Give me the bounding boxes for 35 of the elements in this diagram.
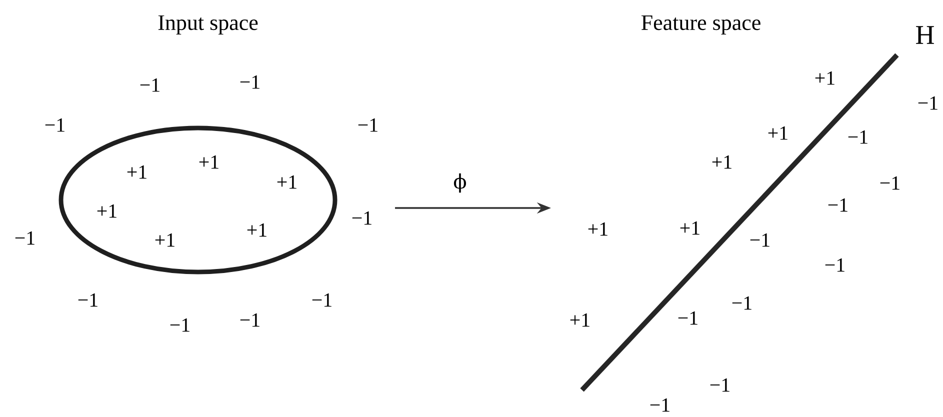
- panel-title: Input space: [158, 15, 258, 35]
- class-label: +1: [588, 222, 608, 236]
- class-label: −1: [15, 231, 34, 245]
- class-label: −1: [880, 176, 900, 190]
- class-label: −1: [732, 296, 752, 310]
- class-label: +1: [247, 223, 266, 237]
- class-label: −1: [650, 398, 670, 412]
- class-label: −1: [240, 313, 260, 327]
- class-label: −1: [678, 311, 698, 325]
- class-label: −1: [825, 258, 844, 272]
- class-label: −1: [45, 118, 64, 132]
- hyperplane-label: H: [916, 26, 934, 44]
- class-label: +1: [127, 165, 146, 179]
- class-label: +1: [712, 155, 732, 169]
- class-label: −1: [312, 293, 332, 307]
- class-label: +1: [277, 175, 296, 189]
- mapping-label: ϕ: [454, 173, 466, 193]
- class-label: +1: [155, 233, 174, 247]
- class-label: +1: [768, 126, 788, 140]
- class-label: +1: [199, 155, 218, 169]
- class-label: +1: [97, 204, 116, 218]
- class-label: −1: [240, 75, 260, 89]
- class-label: +1: [570, 313, 590, 327]
- class-label: +1: [815, 71, 834, 85]
- class-label: −1: [140, 78, 160, 92]
- class-label: −1: [78, 293, 98, 307]
- class-label: −1: [828, 198, 848, 212]
- class-label: −1: [750, 233, 770, 247]
- class-label: −1: [848, 130, 868, 144]
- class-label: −1: [918, 96, 938, 110]
- class-label: −1: [170, 318, 190, 332]
- class-label: −1: [358, 118, 378, 132]
- class-label: −1: [710, 378, 730, 392]
- class-label: +1: [680, 221, 700, 235]
- panel-title: Feature space: [641, 15, 760, 35]
